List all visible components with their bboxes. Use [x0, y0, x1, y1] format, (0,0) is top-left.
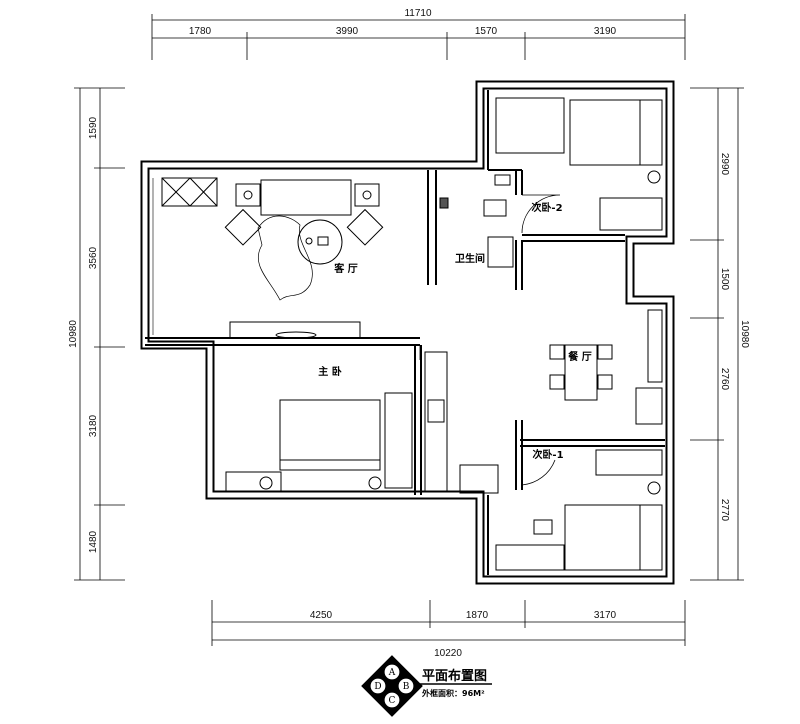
wardrobe-bedroom-1: [595, 449, 663, 476]
shower: [487, 236, 514, 268]
drawing-legend: A B C D 平面布置图 外框面积：96M²: [361, 655, 492, 717]
dim-right-1: 2990: [719, 153, 730, 176]
kitchen-counter: [424, 351, 448, 493]
dim-top-2: 3990: [336, 26, 359, 37]
dim-left-4: 1480: [88, 530, 99, 553]
room-label-living: 客 厅: [333, 262, 357, 275]
armchair-right: [346, 208, 384, 246]
drawing-title: 平面布置图: [422, 668, 487, 684]
dim-right-4: 2770: [719, 499, 730, 522]
dim-right-total: 10980: [739, 320, 750, 348]
dim-bottom-1: 4250: [310, 610, 333, 621]
bed-bedroom-1: [564, 504, 663, 571]
dim-left-total: 10980: [68, 320, 79, 348]
tv-cabinet: [229, 321, 361, 339]
rug: [257, 215, 313, 301]
dining-table: [564, 344, 598, 401]
sofa: [260, 179, 352, 216]
dim-right-2: 1500: [719, 268, 730, 291]
compass-mark: [361, 655, 423, 717]
room-label-bath: 卫生间: [455, 252, 485, 265]
bed-bedroom-2: [569, 99, 663, 166]
svg-text:D: D: [374, 682, 381, 692]
furniture: [152, 97, 663, 571]
dim-bottom-total: 10220: [434, 648, 462, 659]
wardrobe-master: [384, 392, 413, 489]
svg-text:B: B: [403, 682, 410, 692]
dim-bottom-3: 3170: [594, 610, 617, 621]
room-label-bedroom-2: 次卧-2: [531, 201, 562, 214]
dim-left-1: 1590: [88, 116, 99, 139]
dim-top-3: 1570: [475, 26, 498, 37]
room-label-bedroom-1: 次卧-1: [532, 448, 563, 461]
dim-top-4: 3190: [594, 26, 617, 37]
room-label-master: 主 卧: [318, 365, 341, 378]
coffee-table: [297, 219, 343, 265]
dim-bottom-2: 1870: [466, 610, 489, 621]
wardrobe-bedroom-2: [599, 197, 663, 231]
dim-top-total: 11710: [404, 8, 432, 19]
dim-left-3: 3180: [88, 414, 99, 437]
bathtub-sink: [483, 199, 507, 217]
cabinet-living: [161, 177, 218, 207]
armchair-left: [224, 208, 262, 246]
room-label-dining: 餐 厅: [567, 350, 591, 363]
svg-text:A: A: [388, 668, 396, 678]
svg-text:C: C: [389, 696, 396, 706]
area-note: 外框面积：96M²: [422, 688, 485, 698]
walls: [140, 80, 675, 585]
dim-left-2: 3560: [88, 246, 99, 269]
dim-top-1: 1780: [189, 26, 212, 37]
dimension-lines: [74, 14, 744, 646]
dim-right-3: 2760: [719, 368, 730, 391]
